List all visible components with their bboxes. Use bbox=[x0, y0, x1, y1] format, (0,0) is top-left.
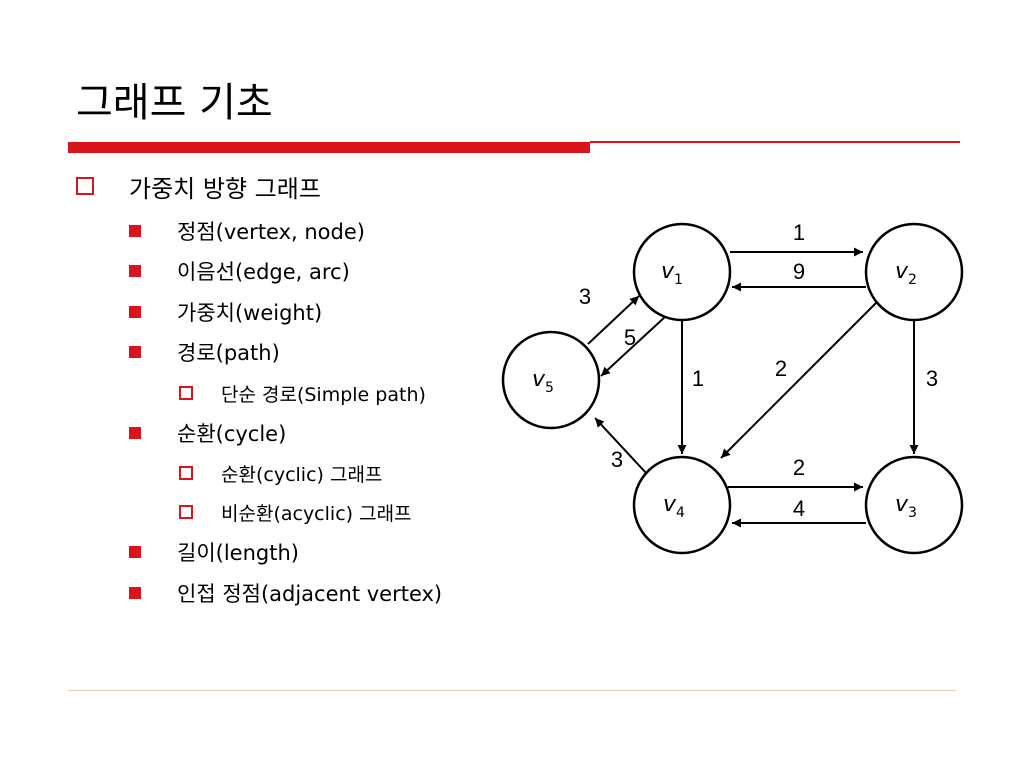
node-circle bbox=[501, 330, 601, 430]
graph-node: v3 bbox=[864, 455, 964, 555]
edge-v4-v5 bbox=[594, 417, 648, 475]
outline-item-text: 길이(length) bbox=[177, 541, 299, 565]
outline-item: 비순환(acyclic) 그래프 bbox=[179, 498, 412, 526]
outline-item: 길이(length) bbox=[129, 537, 299, 567]
outline-item-text: 비순환(acyclic) 그래프 bbox=[221, 502, 412, 525]
solid-square-bullet-icon bbox=[129, 346, 141, 358]
node-label: v5 bbox=[532, 367, 554, 396]
edge-v2-v4 bbox=[720, 298, 881, 459]
outline-item: 순환(cyclic) 그래프 bbox=[179, 459, 382, 487]
outline-item-text: 가중치 방향 그래프 bbox=[129, 174, 321, 203]
outline-item: 정점(vertex, node) bbox=[129, 216, 365, 246]
outline-item-text: 순환(cyclic) 그래프 bbox=[221, 463, 383, 486]
outline-item-text: 단순 경로(Simple path) bbox=[221, 383, 426, 406]
solid-square-bullet-icon bbox=[129, 265, 141, 277]
outline-item-text: 정점(vertex, node) bbox=[177, 220, 365, 244]
solid-square-bullet-icon bbox=[129, 546, 141, 558]
outline-item-text: 가중치(weight) bbox=[177, 301, 323, 325]
node-label: v1 bbox=[661, 259, 683, 288]
weight-label: 9 bbox=[793, 259, 805, 284]
outline-item: 가중치 방향 그래프 bbox=[76, 170, 321, 203]
outline-item: 단순 경로(Simple path) bbox=[179, 379, 426, 407]
node-label: v3 bbox=[895, 492, 917, 521]
outline-item: 이음선(edge, arc) bbox=[129, 256, 350, 286]
edge-v1-v5 bbox=[600, 315, 667, 377]
footer-divider bbox=[68, 690, 956, 691]
solid-square-bullet-icon bbox=[129, 225, 141, 237]
solid-square-bullet-icon bbox=[129, 587, 141, 599]
hollow-square-bullet-icon bbox=[179, 505, 193, 519]
node-circle bbox=[632, 222, 732, 322]
edge-v5-v1 bbox=[587, 295, 640, 345]
weight-label: 3 bbox=[611, 447, 623, 472]
weight-label: 2 bbox=[793, 455, 805, 480]
graph-node: v1 bbox=[632, 222, 732, 322]
outline-item: 순환(cycle) bbox=[129, 418, 286, 448]
node-circle bbox=[632, 455, 732, 555]
weight-label: 3 bbox=[926, 366, 938, 391]
outline-item-text: 경로(path) bbox=[177, 341, 280, 365]
hollow-square-bullet-icon bbox=[76, 177, 94, 195]
weight-label: 3 bbox=[579, 284, 591, 309]
graph-node: v5 bbox=[501, 330, 601, 430]
slide-title: 그래프 기초 bbox=[76, 80, 273, 126]
hollow-square-bullet-icon bbox=[179, 386, 193, 400]
edge-weights: 1 9 3 5 1 2 3 3 2 4 bbox=[579, 220, 938, 521]
outline-item-text: 인접 정점(adjacent vertex) bbox=[177, 582, 443, 606]
title-underline-thick bbox=[68, 142, 590, 153]
outline-item: 인접 정점(adjacent vertex) bbox=[129, 578, 442, 608]
graph-node: v2 bbox=[864, 222, 964, 322]
node-label: v4 bbox=[663, 492, 685, 521]
graph-edges bbox=[587, 247, 919, 528]
outline-item-text: 순환(cycle) bbox=[177, 422, 287, 446]
weight-label: 4 bbox=[793, 496, 805, 521]
hollow-square-bullet-icon bbox=[179, 466, 193, 480]
node-label: v2 bbox=[895, 259, 917, 288]
weight-label: 2 bbox=[775, 356, 787, 381]
weight-label: 5 bbox=[624, 325, 636, 350]
graph-node: v4 bbox=[632, 455, 732, 555]
weight-label: 1 bbox=[793, 220, 805, 245]
weighted-directed-graph: 1 9 3 5 1 2 3 3 2 4 v1 v2 v3 v4 v5 bbox=[501, 220, 964, 555]
weight-label: 1 bbox=[692, 366, 704, 391]
outline-item-text: 이음선(edge, arc) bbox=[177, 260, 350, 284]
title-underline-thin bbox=[590, 141, 960, 143]
outline-item: 가중치(weight) bbox=[129, 297, 322, 327]
node-circle bbox=[864, 455, 964, 555]
outline-item: 경로(path) bbox=[129, 337, 280, 367]
solid-square-bullet-icon bbox=[129, 306, 141, 318]
bullet-outline: 가중치 방향 그래프 정점(vertex, node) 이음선(edge, ar… bbox=[0, 0, 520, 640]
solid-square-bullet-icon bbox=[129, 427, 141, 439]
node-circle bbox=[864, 222, 964, 322]
